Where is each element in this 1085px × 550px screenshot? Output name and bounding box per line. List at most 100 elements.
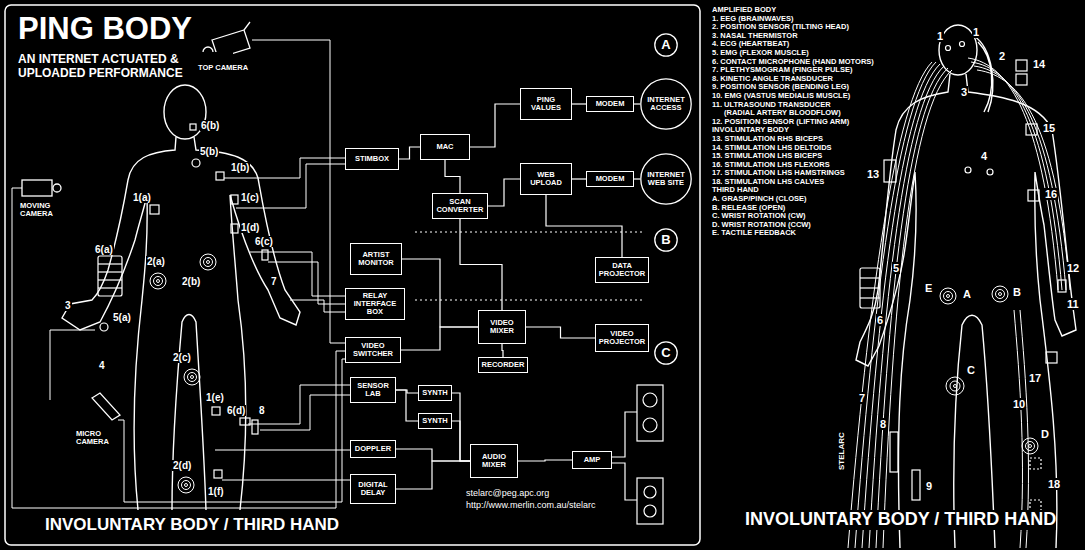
signal-wire — [974, 66, 1066, 290]
title: PING BODY — [18, 13, 192, 44]
callout-number: 13 — [866, 168, 880, 180]
callout-number: 2(d) — [172, 460, 192, 471]
device-box: SENSOR LAB — [350, 377, 396, 403]
box-label: INTERNET WEB SITE — [644, 171, 688, 188]
stimulation-coil — [944, 292, 953, 301]
circle-outline — [641, 79, 691, 129]
callout-number: 1 — [972, 26, 980, 38]
callout-number: C — [966, 364, 976, 376]
label-anchor: 14 — [1032, 58, 1046, 70]
footer-title: INVOLUNTARY BODY / THIRD HAND — [745, 510, 1056, 530]
stimulation-coil — [191, 376, 194, 379]
signal-connector — [470, 104, 520, 147]
signal-connector — [546, 195, 622, 257]
label-anchor: 1(c) — [240, 192, 260, 203]
callout-number: 2 — [998, 50, 1006, 62]
electrode — [890, 432, 898, 472]
stimulation-coil — [157, 280, 160, 283]
signal-wire — [252, 40, 345, 343]
footer-title: INVOLUNTARY BODY / THIRD HAND — [45, 516, 339, 535]
box-label: MODEM — [589, 175, 631, 183]
list-item: 17. STIMULATION LHS HAMSTRINGS — [712, 169, 845, 178]
label-anchor: http://www.merlin.com.au/stelarc — [466, 501, 596, 511]
list-item: 8. KINETIC ANGLE TRANSDUCER — [712, 75, 833, 84]
computer-box: WEB UPLOAD — [520, 163, 572, 195]
circle-outline — [655, 229, 677, 251]
contact-text: http://www.merlin.com.au/stelarc — [466, 501, 596, 511]
third-hand — [98, 256, 122, 296]
box-label: SCAN CONVERTER — [435, 198, 485, 215]
box-label: VIDEO PROJECTOR — [598, 330, 646, 347]
device-box: DIGITAL DELAY — [350, 474, 396, 504]
stimulation-coil — [996, 290, 1005, 299]
signal-wire — [118, 359, 345, 502]
callout-number: 12 — [1066, 262, 1080, 274]
signal-wire — [250, 252, 345, 296]
callout-number: 1(c) — [240, 192, 260, 203]
section-divider — [415, 300, 645, 301]
list-item: 1. EEG (BRAINWAVES) — [712, 15, 794, 24]
label-anchor: 6(b) — [200, 120, 220, 131]
sensor-list: AMPLIFIED BODY1. EEG (BRAINWAVES)2. POSI… — [712, 6, 917, 238]
box-label: SYNTH — [421, 417, 449, 425]
stimulation-coil — [154, 277, 163, 286]
box-label: AUDIO MIXER — [473, 453, 515, 470]
label-anchor: 1(f) — [207, 486, 225, 497]
monitor-box: ARTIST MONITOR — [350, 243, 402, 275]
camera-icon — [92, 393, 120, 420]
label-anchor: 1(b) — [230, 162, 250, 173]
list-item: INVOLUNTARY BODY — [712, 126, 789, 135]
signal-wire — [12, 40, 350, 508]
camera-icon — [53, 184, 61, 192]
third-hand — [860, 297, 880, 298]
device-box: AMP — [572, 451, 612, 469]
label-anchor: MOVING CAMERA — [20, 202, 65, 219]
box-label: ARTIST MONITOR — [353, 251, 399, 268]
third-hand — [98, 271, 122, 272]
signal-wire — [222, 480, 350, 481]
body-figure — [172, 315, 206, 511]
electrode — [100, 323, 108, 331]
camera-icon — [244, 22, 250, 30]
stimulation-coil — [999, 293, 1002, 296]
speaker-symbol — [637, 478, 663, 524]
list-item: 10. EMG (VASTUS MEDIALIS MUSCLE) — [712, 92, 850, 101]
speaker-symbol — [612, 412, 637, 457]
callout-number: 7 — [270, 276, 278, 287]
speaker-symbol — [643, 393, 657, 407]
list-item: 5. EMG (FLEXOR MUSCLE) — [712, 49, 809, 58]
signal-wire — [876, 68, 948, 548]
list-item: 15. STIMULATION LHS BICEPS — [712, 152, 822, 161]
electrode — [212, 407, 220, 415]
device-box: DOPPLER — [350, 440, 396, 458]
callout-number: 3 — [960, 86, 968, 98]
signal-connector — [452, 421, 470, 461]
list-item: 16. STIMULATION LHS FLEXORS — [712, 161, 830, 170]
stimulation-coil — [150, 254, 216, 493]
electrode — [1026, 124, 1037, 135]
label-anchor: 3 — [64, 300, 72, 311]
callout-number: E — [924, 282, 933, 294]
box-label: C — [661, 346, 670, 360]
box-label: B — [661, 233, 670, 247]
third-hand — [98, 256, 122, 296]
signal-wire — [215, 450, 350, 451]
label-anchor: 2(c) — [172, 352, 192, 363]
third-hand — [98, 287, 122, 288]
signal-wire — [12, 188, 345, 508]
electrode — [214, 470, 222, 478]
device-box: MODEM — [586, 96, 634, 112]
list-item: 6. CONTACT MICROPHONE (HAND MOTORS) — [712, 58, 874, 67]
box-label: SYNTH — [421, 389, 449, 397]
network-circle: INTERNET ACCESS — [640, 78, 692, 130]
label-anchor: 7 — [270, 276, 278, 287]
callout-number: 15 — [1042, 122, 1056, 134]
list-item: E. TACTILE FEEDBACK — [712, 229, 796, 238]
list-item: A. GRASP/PINCH (CLOSE) — [712, 195, 807, 204]
body-figure — [62, 85, 300, 510]
network-circle: INTERNET WEB SITE — [640, 153, 692, 205]
label-anchor: 2 — [998, 50, 1006, 62]
section-marker: A — [654, 33, 678, 57]
label-anchor: 6(a) — [94, 244, 114, 255]
